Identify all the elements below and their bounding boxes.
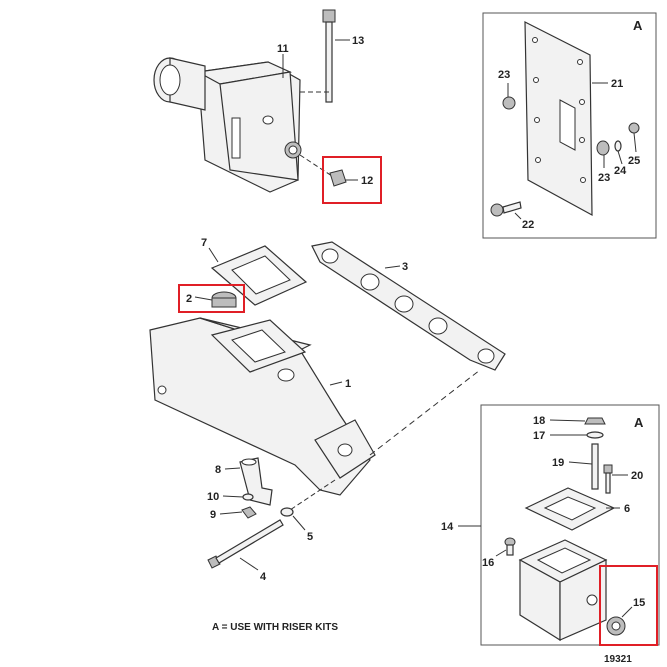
part-label-24: 24 [614,165,627,177]
elbow-assembly [153,9,347,193]
inset-letter-bottom: A [634,415,644,430]
inset-letter-top: A [633,18,643,33]
part-label-5: 5 [307,531,313,543]
part-label-15: 15 [633,597,645,609]
part-label-1: 1 [345,378,351,390]
part-label-18: 18 [533,415,545,427]
part-label-22: 22 [522,219,534,231]
highlight-part-12 [322,156,382,204]
part-label-17: 17 [533,430,545,442]
part-label-7: 7 [201,237,207,249]
leader-lines [194,39,637,618]
part-label-4: 4 [260,571,267,583]
part-label-2: 2 [186,293,192,305]
riser-kit-note: A = USE WITH RISER KITS [212,622,338,633]
part-label-16: 16 [482,557,494,569]
riser-kit-parts [504,417,626,642]
part-label-13: 13 [352,35,364,47]
manifold-assembly [149,241,506,569]
part-label-10: 10 [207,491,219,503]
part-label-19: 19 [552,457,564,469]
part-label-14: 14 [441,521,454,533]
highlight-part-2 [178,284,245,313]
part-label-3: 3 [402,261,408,273]
inset-riser-kit [480,404,660,646]
part-label-23b: 23 [598,172,610,184]
highlight-part-15 [599,565,658,646]
part-label-8: 8 [215,464,221,476]
part-label-21: 21 [611,78,623,90]
part-label-23a: 23 [498,69,510,81]
part-label-25: 25 [628,155,640,167]
riser-plate-parts [490,21,640,217]
inset-riser-plate [482,12,657,239]
part-label-12: 12 [361,175,373,187]
part-label-9: 9 [210,509,216,521]
part-label-20: 20 [631,470,643,482]
part-label-6: 6 [624,503,630,515]
figure-id: 19321 [604,654,632,665]
part-label-11: 11 [277,43,289,55]
